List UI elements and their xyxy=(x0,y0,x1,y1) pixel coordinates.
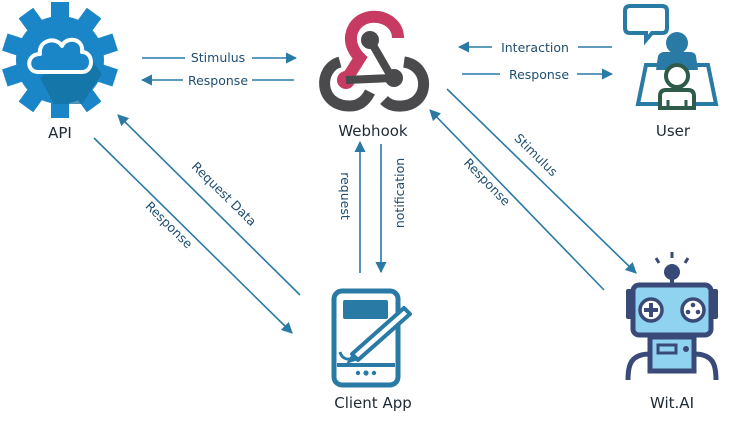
edge-label: Request Data xyxy=(189,159,260,229)
user-label: User xyxy=(656,122,691,140)
edge-client-webhook-request[interactable]: request xyxy=(338,140,366,273)
api-label: API xyxy=(48,124,72,142)
gear-cloud-icon xyxy=(2,2,118,118)
pda-stylus-icon xyxy=(331,288,412,388)
user-node[interactable]: User xyxy=(623,4,719,140)
edge-label: Interaction xyxy=(501,40,569,55)
edge-label: Stimulus xyxy=(512,130,561,179)
edge-webhook-client-notification[interactable]: notification xyxy=(375,144,407,274)
client-app-label: Client App xyxy=(334,394,412,412)
edge-label: Response xyxy=(509,67,569,82)
users-chat-icon xyxy=(623,4,719,110)
edge-label: request xyxy=(338,172,353,220)
edge-webhook-user-response[interactable]: Response xyxy=(462,67,612,82)
edge-label: Response xyxy=(461,155,514,209)
webhook-label: Webhook xyxy=(338,122,408,140)
robot-icon xyxy=(625,252,719,381)
edge-api-webhook-stimulus[interactable]: Stimulus xyxy=(142,50,296,65)
edge-label: notification xyxy=(392,158,407,228)
client-app-node[interactable]: Client App xyxy=(331,288,412,412)
witai-label: Wit.AI xyxy=(650,394,694,412)
witai-node[interactable]: Wit.AI xyxy=(625,252,719,412)
edge-user-webhook-interaction[interactable]: Interaction xyxy=(459,40,612,55)
webhook-icon xyxy=(319,10,430,112)
edge-label: Response xyxy=(188,73,248,88)
edge-label: Response xyxy=(143,198,196,251)
api-node[interactable]: API xyxy=(2,2,118,142)
edge-webhook-api-response[interactable]: Response xyxy=(142,73,294,88)
edge-webhook-witai-stimulus[interactable]: Stimulus xyxy=(446,88,637,274)
edge-label: Stimulus xyxy=(191,50,245,65)
webhook-node[interactable]: Webhook xyxy=(319,10,430,140)
